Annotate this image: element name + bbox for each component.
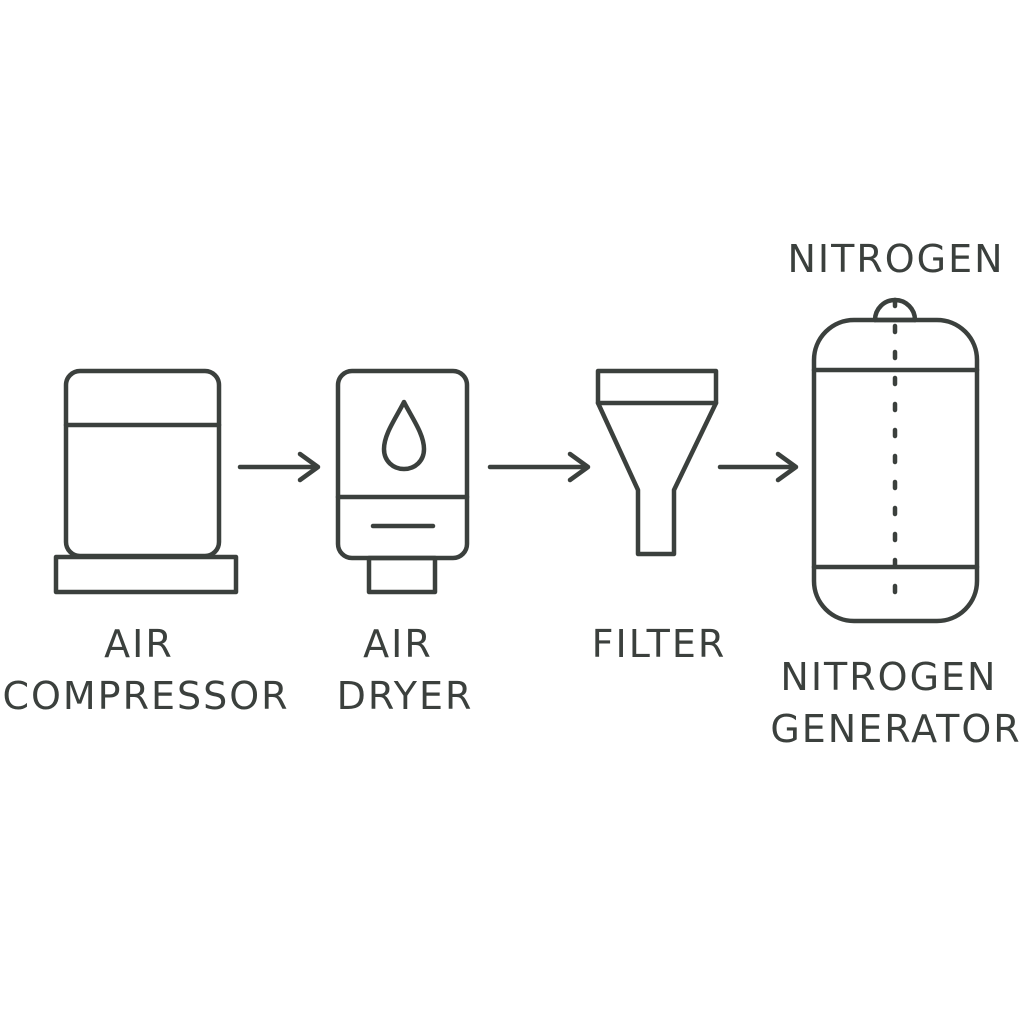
filter-label: FILTER <box>592 622 727 666</box>
filter-funnel-icon <box>595 368 719 557</box>
nitrogen-generator-label: NITROGEN GENERATOR <box>770 655 1021 751</box>
flow-arrow <box>237 451 321 483</box>
air-dryer-label: AIR DRYER <box>337 622 474 718</box>
flow-arrow <box>717 451 799 483</box>
output-label: NITROGEN <box>787 237 1004 281</box>
nitrogen-tank-icon <box>811 297 980 624</box>
water-drop-icon <box>381 399 427 472</box>
air-compressor-label: AIR COMPRESSOR <box>2 622 289 718</box>
air-compressor-icon <box>53 368 239 595</box>
air-dryer-icon <box>335 368 470 595</box>
flow-arrow <box>487 451 591 483</box>
